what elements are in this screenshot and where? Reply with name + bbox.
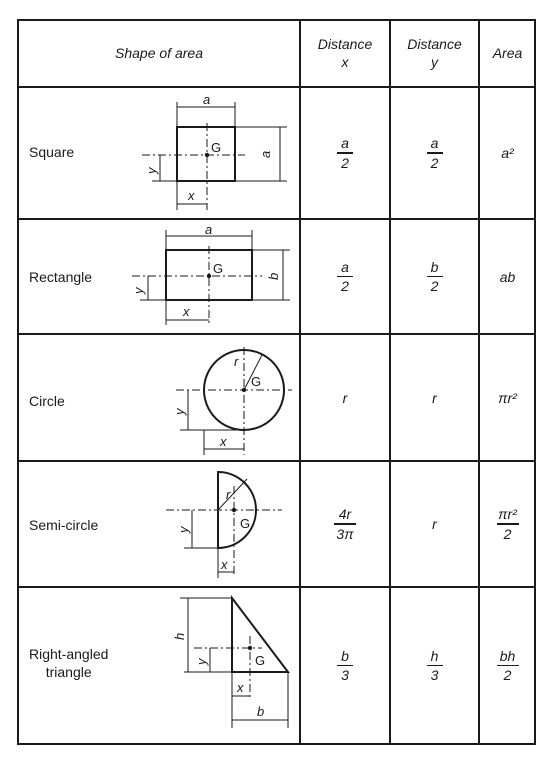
shape-name-rectangle: Rectangle [29, 269, 93, 285]
rectangle-diagram [132, 230, 290, 325]
column-divider [389, 19, 391, 745]
square-diagram [142, 102, 287, 210]
centroid-label: G [251, 374, 261, 389]
dim-label-a: a [205, 222, 212, 237]
row-divider [19, 333, 535, 335]
shape-name-square: Square [29, 144, 75, 160]
column-divider [299, 19, 301, 745]
shape-name-circle: Circle [29, 393, 65, 409]
table-frame [17, 19, 536, 745]
circle-distance-x: r [342, 389, 348, 406]
centroid-label: G [255, 653, 265, 668]
rectangle-area: ab [499, 268, 516, 285]
dim-label-r: r [226, 487, 231, 502]
dim-label-x: x [187, 188, 195, 203]
dim-label-a: a [203, 92, 210, 107]
centroid-label: G [240, 516, 250, 531]
row-divider [19, 586, 535, 588]
circle-diagram [176, 347, 292, 455]
dim-label-h: h [172, 633, 187, 640]
centroid-dot [231, 507, 237, 513]
row-divider [19, 460, 535, 462]
column-divider [478, 19, 480, 745]
dim-label-r: r [234, 354, 239, 369]
dim-label-a: a [258, 151, 273, 158]
centroid-dot [204, 152, 210, 158]
centroid-dot [206, 273, 212, 279]
dim-label-y: y [194, 657, 209, 666]
circle-area: πr² [498, 389, 517, 406]
semicircle-diagram [166, 470, 282, 578]
dim-label-x: x [220, 557, 228, 572]
row-divider [19, 218, 535, 220]
row-divider [19, 86, 535, 88]
dim-label-y: y [144, 166, 159, 175]
centroid-label: G [211, 140, 221, 155]
dim-label-x: x [236, 680, 244, 695]
dim-label-b: b [257, 704, 264, 719]
dim-label-y: y [176, 525, 191, 534]
centroid-label: G [213, 261, 223, 276]
triangle-diagram [180, 595, 291, 728]
header-area: Area [492, 45, 523, 61]
circle-distance-y: r [432, 389, 437, 406]
shape-name-semicircle: Semi-circle [29, 517, 99, 533]
dim-label-y: y [131, 286, 146, 295]
dim-label-b: b [266, 273, 281, 280]
semicircle-distance-y: r [432, 516, 437, 532]
square-area: a² [501, 145, 514, 161]
centroid-dot [247, 645, 253, 651]
header-shape: Shape of area [115, 45, 203, 61]
dim-label-x: x [182, 304, 190, 319]
dim-label-x: x [219, 434, 227, 449]
dim-label-y: y [172, 407, 187, 416]
centroid-dot [241, 387, 247, 393]
